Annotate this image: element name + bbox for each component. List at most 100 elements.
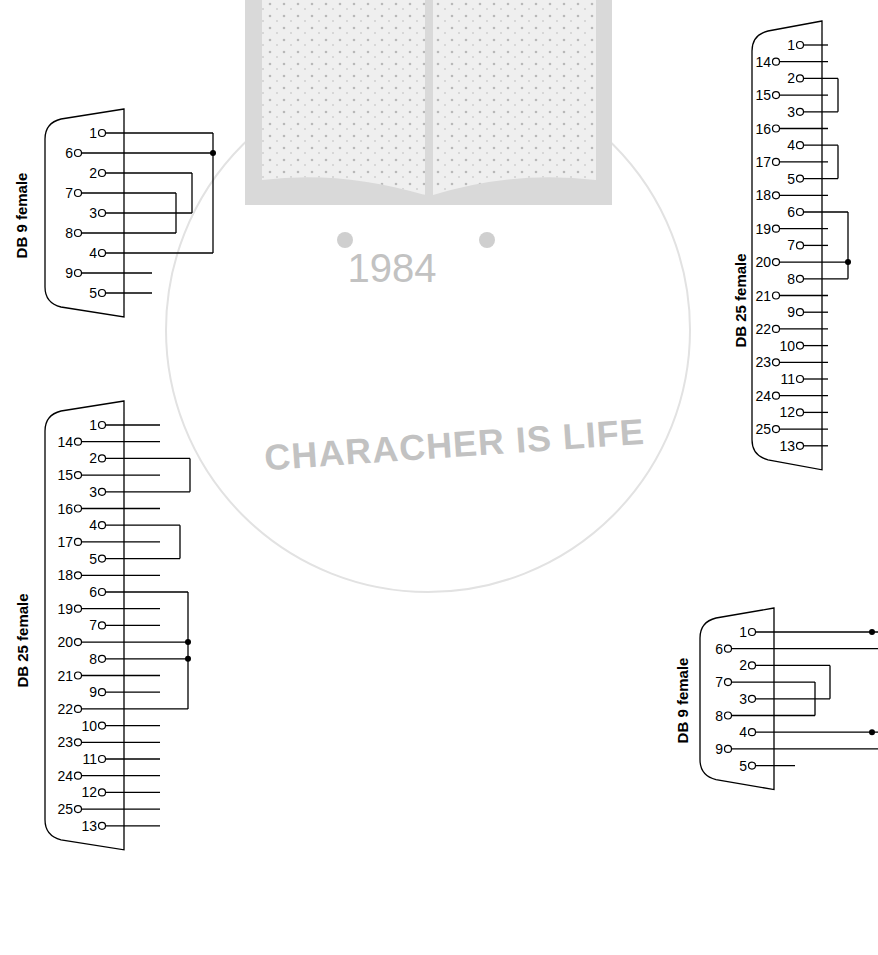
pin-lead xyxy=(780,94,829,95)
watermark-logo xyxy=(166,0,690,592)
pin-lead xyxy=(732,648,878,649)
pin-lead xyxy=(82,272,153,273)
pin-lead xyxy=(756,698,831,699)
pin-lead xyxy=(82,641,189,642)
pin-number: 6 xyxy=(89,585,97,599)
pin-lead xyxy=(82,508,161,509)
pin-socket xyxy=(75,438,82,445)
pin-lead xyxy=(82,232,177,233)
pin-lead xyxy=(756,765,796,766)
pin-lead xyxy=(106,558,181,559)
pin-number: 25 xyxy=(57,802,73,816)
pin-number: 23 xyxy=(57,735,73,749)
pin-number: 6 xyxy=(715,642,723,656)
pin-lead xyxy=(756,732,878,733)
pin-number: 6 xyxy=(787,205,795,219)
pin-number: 7 xyxy=(715,675,723,689)
junction-dot xyxy=(869,729,875,735)
pin-number: 9 xyxy=(715,742,723,756)
pin-number: 12 xyxy=(779,405,795,419)
pin-number: 4 xyxy=(89,518,97,532)
pin-lead xyxy=(804,412,829,413)
pin-socket xyxy=(749,729,756,736)
pin-number: 5 xyxy=(739,759,747,773)
pin-lead xyxy=(106,491,191,492)
pin-lead xyxy=(106,692,161,693)
pin-socket xyxy=(75,270,82,277)
pin-lead xyxy=(106,525,181,526)
pin-number: 3 xyxy=(787,105,795,119)
pin-lead xyxy=(106,792,161,793)
pin-lead xyxy=(82,808,161,809)
pin-number: 8 xyxy=(65,226,73,240)
pin-socket xyxy=(725,679,732,686)
watermark-motto: CHARACHER IS LIFE xyxy=(264,414,647,476)
pin-number: 7 xyxy=(787,238,795,252)
pin-number: 23 xyxy=(755,355,771,369)
pin-number: 19 xyxy=(57,602,73,616)
pin-socket xyxy=(99,488,106,495)
pin-socket xyxy=(773,426,780,433)
pin-number: 1 xyxy=(89,418,97,432)
pin-socket xyxy=(99,756,106,763)
pin-number: 7 xyxy=(89,618,97,632)
pin-number: 18 xyxy=(755,188,771,202)
pin-socket xyxy=(75,472,82,479)
pin-number: 2 xyxy=(89,166,97,180)
pin-socket xyxy=(75,230,82,237)
pin-socket xyxy=(797,275,804,282)
pin-lead xyxy=(780,261,849,262)
pin-number: 17 xyxy=(57,535,73,549)
pin-socket xyxy=(797,442,804,449)
pin-lead xyxy=(732,748,878,749)
pin-lead xyxy=(82,675,161,676)
pin-number: 5 xyxy=(89,286,97,300)
pin-socket xyxy=(749,629,756,636)
pin-socket xyxy=(797,242,804,249)
pin-lead xyxy=(780,328,829,329)
pin-socket xyxy=(773,392,780,399)
pin-lead xyxy=(106,132,214,133)
loopback-wire xyxy=(175,193,176,233)
pin-socket xyxy=(797,75,804,82)
pin-number: 9 xyxy=(787,305,795,319)
pin-lead xyxy=(106,252,214,253)
pin-socket xyxy=(99,689,106,696)
pin-number: 11 xyxy=(780,372,795,386)
pin-lead xyxy=(804,312,829,313)
loopback-wire xyxy=(847,212,848,279)
pin-number: 20 xyxy=(755,255,771,269)
pin-number: 24 xyxy=(57,769,73,783)
pin-socket xyxy=(99,422,106,429)
pin-number: 8 xyxy=(89,652,97,666)
connector-name: DB 25 female xyxy=(15,593,30,687)
pin-number: 8 xyxy=(715,709,723,723)
pin-socket xyxy=(773,225,780,232)
pin-number: 14 xyxy=(755,55,771,69)
pin-socket xyxy=(773,125,780,132)
pin-socket xyxy=(773,192,780,199)
pin-lead xyxy=(780,295,829,296)
junction-dot xyxy=(185,639,191,645)
pin-number: 18 xyxy=(57,568,73,582)
pin-socket xyxy=(75,672,82,679)
pin-lead xyxy=(804,245,829,246)
pin-lead xyxy=(106,625,161,626)
pin-socket xyxy=(75,538,82,545)
pin-lead xyxy=(780,161,829,162)
loopback-wire xyxy=(837,78,838,111)
pin-lead xyxy=(804,111,839,112)
pin-socket xyxy=(75,505,82,512)
pin-lead xyxy=(106,458,191,459)
pin-lead xyxy=(106,725,161,726)
pin-socket xyxy=(773,292,780,299)
pin-number: 15 xyxy=(755,88,771,102)
pin-lead xyxy=(82,541,161,542)
pin-socket xyxy=(99,250,106,257)
loopback-wire xyxy=(814,682,815,715)
pin-socket xyxy=(75,190,82,197)
pin-socket xyxy=(797,342,804,349)
pin-lead xyxy=(780,228,829,229)
pin-socket xyxy=(797,175,804,182)
pin-lead xyxy=(82,708,189,709)
